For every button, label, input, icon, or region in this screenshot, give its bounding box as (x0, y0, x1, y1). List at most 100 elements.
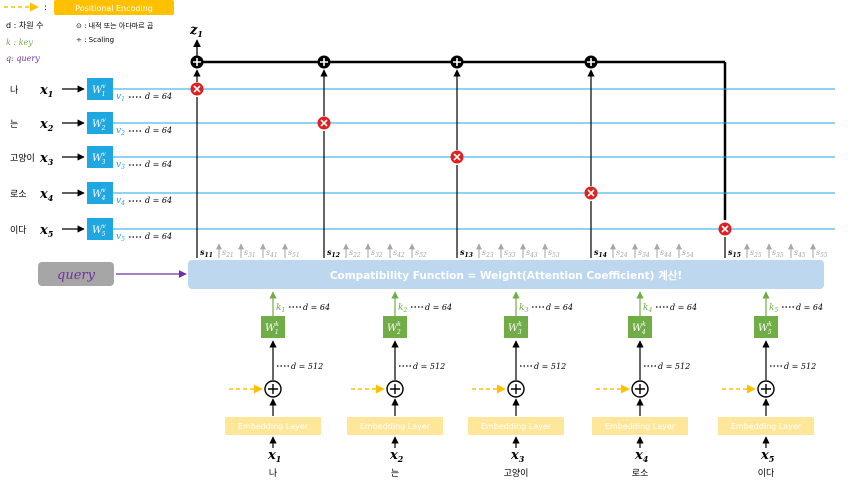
score-label: s25 (750, 248, 762, 259)
token-word: 이다 (758, 468, 775, 479)
key-label: k2 (398, 303, 407, 314)
score-label: s52 (415, 248, 427, 259)
score-label: s35 (772, 248, 784, 259)
multiply-symbol (193, 85, 201, 93)
value-weight-box (87, 112, 113, 134)
query-label: query (57, 268, 96, 283)
value-weight-box (87, 182, 113, 204)
value-label: v5 (116, 232, 125, 243)
value-label: v2 (116, 126, 125, 137)
score-label: s41 (266, 248, 278, 259)
query-box (38, 262, 114, 286)
embed-dim-label: d = 512 (534, 362, 566, 371)
weight-columns (190, 55, 732, 258)
value-dim-label: d = 64 (145, 160, 172, 169)
row-word: 고양이 (10, 153, 35, 164)
embed-dim-label: d = 512 (784, 362, 816, 371)
embed-dim-label: d = 512 (658, 362, 690, 371)
key-weight-box (504, 316, 528, 338)
value-weight-box (87, 146, 113, 168)
embedding-layer-box (592, 417, 688, 435)
legend-d-def: d : 차원 수 (6, 21, 43, 30)
embed-dim-label: d = 512 (413, 362, 445, 371)
add-symbol (320, 58, 328, 66)
key-dim-label: d = 64 (303, 303, 330, 312)
row-x-label: x1 (39, 83, 53, 99)
add-symbol (453, 58, 461, 66)
embedding-layer-label: Embedding Layer (731, 422, 802, 431)
key-dim-label: d = 64 (796, 303, 823, 312)
row-word: 로소 (10, 189, 27, 200)
row-word: 나 (10, 85, 18, 96)
key-dim-label: d = 64 (546, 303, 573, 312)
score-label: s15 (728, 247, 741, 259)
token-x-label: x2 (389, 448, 404, 464)
legend-scale-def: ÷ : Scaling (76, 36, 114, 44)
weight-column (584, 55, 598, 258)
value-label: v4 (116, 196, 125, 207)
multiply-symbol (453, 153, 461, 161)
embedding-layer-label: Embedding Layer (481, 422, 552, 431)
row-x-label: x4 (39, 187, 54, 203)
weight-column (718, 222, 732, 258)
key-weight-box (628, 316, 652, 338)
embedding-layer-box (718, 417, 814, 435)
legend-pe-box (54, 0, 174, 15)
score-label: s22 (349, 248, 361, 259)
legend-dot-def: ⊙ : 내적 또는 아다마르 곱 (76, 21, 154, 30)
multiply-symbol (320, 119, 328, 127)
row-word: 이다 (10, 225, 27, 236)
value-weight-box (87, 78, 113, 100)
add-symbol (390, 384, 400, 394)
key-label: k4 (643, 303, 652, 314)
legend-pe-label: Positional Encoding (75, 4, 153, 13)
score-label: s13 (460, 247, 473, 259)
row-x-label: x3 (39, 151, 54, 167)
embedding-layer-box (468, 417, 564, 435)
weight-column (450, 55, 464, 258)
score-label: s43 (526, 248, 538, 259)
add-symbol (268, 384, 278, 394)
add-symbol (511, 384, 521, 394)
score-label: s31 (244, 248, 256, 259)
key-dim-label: d = 64 (425, 303, 452, 312)
row-x-label: x2 (39, 117, 54, 133)
legend: : Positional Encoding d : 차원 수 k : key q… (4, 0, 174, 63)
score-label: s21 (222, 248, 234, 259)
embed-dim-label: d = 512 (291, 362, 323, 371)
add-symbol (761, 384, 771, 394)
score-label: s32 (371, 248, 383, 259)
key-label: k3 (519, 303, 528, 314)
key-label: k5 (769, 303, 778, 314)
score-label: s33 (504, 248, 516, 259)
value-dim-label: d = 64 (145, 232, 172, 241)
key-weight-box (383, 316, 407, 338)
value-dim-label: d = 64 (145, 196, 172, 205)
token-x-label: x3 (510, 448, 525, 464)
score-label: s44 (660, 248, 672, 259)
score-label: s11 (200, 247, 213, 259)
key-dim-label: d = 64 (670, 303, 697, 312)
score-label: s54 (682, 248, 694, 259)
value-weight-box (87, 218, 113, 240)
embedding-layer-label: Embedding Layer (605, 422, 676, 431)
score-label: s45 (794, 248, 806, 259)
add-symbol (635, 384, 645, 394)
legend-q-def: q: query (6, 54, 40, 63)
embedding-layer-box (225, 417, 321, 435)
value-dim-label: d = 64 (145, 126, 172, 135)
